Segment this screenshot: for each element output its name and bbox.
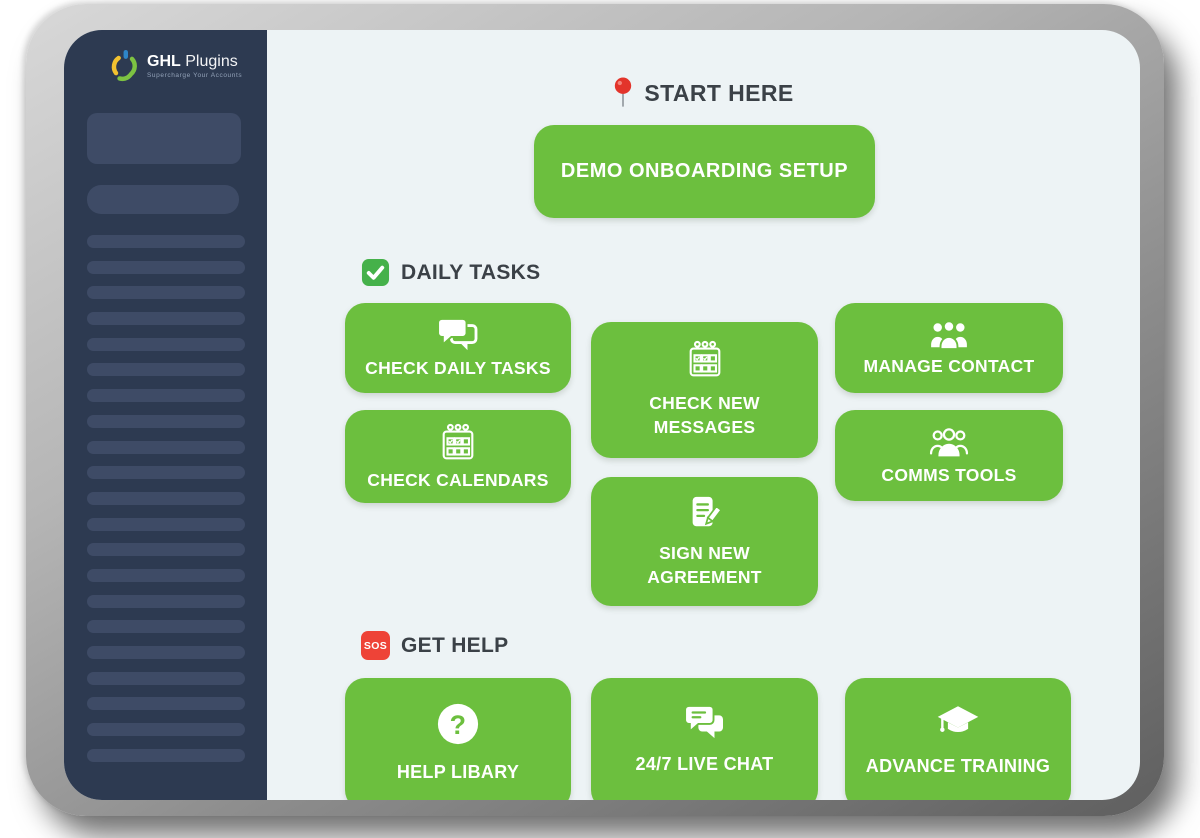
sidebar-item-placeholder[interactable] [87,723,245,737]
sidebar: GHL Plugins Supercharge Your Accounts [64,30,267,800]
help-library-label: HELP LIBARY [396,762,520,782]
sidebar-item-placeholder[interactable] [87,517,245,531]
check-daily-tasks-label: CHECK DAILY TASKS [365,358,551,378]
sidebar-menu-placeholder [87,235,245,762]
question-glyph: ? [450,710,467,740]
sidebar-item-placeholder[interactable] [87,620,245,634]
sidebar-item-placeholder[interactable] [87,543,245,557]
app-window: GHL Plugins Supercharge Your Accounts [64,30,1140,800]
graduation-cap-icon [935,702,981,740]
start-here-label: START HERE [644,79,794,106]
main-content: START HERE DEMO ONBOARDING SETUP DAILY T… [267,30,1140,800]
brand-name-bold: GHL [147,53,181,70]
check-calendars-button[interactable]: CHECK CALENDARS [345,410,571,503]
help-library-button[interactable]: ? HELP LIBARY [345,678,571,800]
live-chat-label: 24/7 LIVE CHAT [635,754,774,774]
brand-logo: GHL Plugins Supercharge Your Accounts [108,48,242,84]
manage-contact-label: MANAGE CONTACT [863,356,1035,376]
start-here-heading: START HERE [267,76,1140,110]
sidebar-item-placeholder[interactable] [87,389,245,403]
check-calendars-label: CHECK CALENDARS [367,469,549,490]
check-new-messages-button[interactable]: CHECK NEW MESSAGES [591,322,818,458]
demo-onboarding-setup-button[interactable]: DEMO ONBOARDING SETUP [534,125,875,218]
question-icon: ? [436,702,480,746]
demo-onboarding-setup-label: DEMO ONBOARDING SETUP [560,160,849,182]
sidebar-item-placeholder[interactable] [87,235,245,248]
sidebar-item-placeholder[interactable] [87,646,245,659]
people-outline-icon [928,426,970,460]
sidebar-item-placeholder[interactable] [87,286,245,300]
sidebar-item-placeholder[interactable] [87,414,245,428]
sidebar-item-placeholder[interactable] [87,337,245,351]
memo-pencil-icon [686,494,724,532]
sidebar-item-placeholder[interactable] [87,594,245,608]
live-chat-bubbles-icon [683,704,727,740]
sign-new-agreement-button[interactable]: SIGN NEW AGREEMENT [591,477,818,606]
sidebar-item-placeholder[interactable] [87,491,245,505]
sidebar-item-placeholder[interactable] [87,697,245,711]
advance-training-label: ADVANCE TRAINING [865,756,1051,776]
brand-text: GHL Plugins Supercharge Your Accounts [147,53,242,79]
pin-icon [613,76,633,110]
calendar-icon [437,423,479,465]
brand-name-light: Plugins [185,53,238,70]
sidebar-item-placeholder[interactable] [87,466,245,480]
daily-tasks-label: DAILY TASKS [401,260,541,284]
sidebar-item-placeholder[interactable] [87,363,245,377]
chat-bubbles-icon [436,317,480,353]
get-help-label: GET HELP [401,633,509,657]
sidebar-item-placeholder[interactable] [87,568,245,582]
sidebar-item-placeholder[interactable] [87,312,245,326]
sidebar-item-placeholder[interactable] [87,260,245,274]
device-frame: GHL Plugins Supercharge Your Accounts [26,4,1164,816]
sos-icon: SOS [361,631,390,660]
sidebar-item-placeholder[interactable] [87,671,245,685]
live-chat-button[interactable]: 24/7 LIVE CHAT [591,678,818,800]
daily-tasks-heading: DAILY TASKS [361,258,540,287]
get-help-heading: SOS GET HELP [361,631,508,660]
comms-tools-label: COMMS TOOLS [881,464,1017,485]
sidebar-item-placeholder-medium[interactable] [87,185,239,214]
checkbox-icon [361,258,390,287]
people-group-icon [929,319,969,351]
brand-logo-icon [108,48,140,84]
sign-new-agreement-label: SIGN NEW AGREEMENT [647,542,762,587]
brand-tagline: Supercharge Your Accounts [147,72,243,79]
check-daily-tasks-button[interactable]: CHECK DAILY TASKS [345,303,571,393]
manage-contact-button[interactable]: MANAGE CONTACT [835,303,1063,393]
calendar-icon [684,340,726,382]
sidebar-item-placeholder[interactable] [87,748,245,762]
brand-name: GHL Plugins [147,53,242,70]
sidebar-item-placeholder[interactable] [87,440,245,454]
check-new-messages-label: CHECK NEW MESSAGES [649,393,760,437]
comms-tools-button[interactable]: COMMS TOOLS [835,410,1063,501]
sidebar-item-placeholder-large[interactable] [87,113,241,164]
advance-training-button[interactable]: ADVANCE TRAINING [845,678,1071,800]
